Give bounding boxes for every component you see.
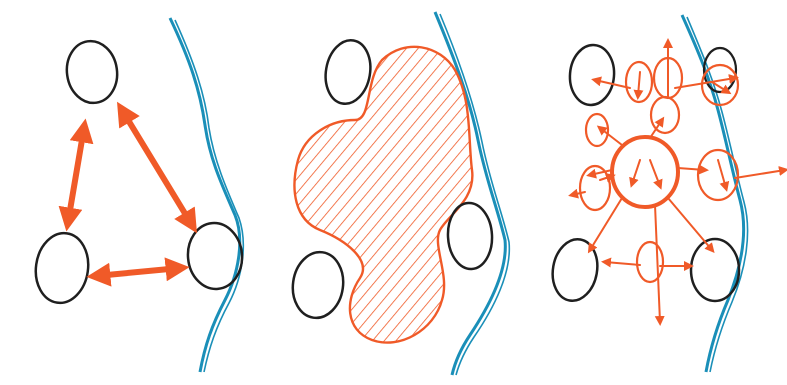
boundary-line-right — [682, 15, 744, 372]
arrow-right-node — [718, 160, 726, 188]
node-bottom — [637, 242, 663, 282]
arrow-bottom-horizontal — [96, 268, 180, 276]
arrow-top-bottomleft — [68, 128, 84, 222]
circle-bottom-right — [691, 239, 739, 301]
circle-top — [321, 37, 375, 108]
panel-radiating-network — [548, 15, 785, 372]
hatched-blob — [294, 47, 472, 343]
arrow-hub-left — [590, 170, 612, 175]
circle-right — [446, 202, 493, 270]
panel-connected-circles — [31, 18, 244, 372]
arrow-hub-right — [678, 168, 705, 170]
arrow-hub-downleft — [590, 198, 622, 250]
arrow-top-left-node — [638, 72, 640, 96]
circle-bottom-left — [548, 236, 602, 305]
node-left-mid — [580, 166, 610, 210]
arrow-hub-inner-2 — [650, 160, 660, 186]
panel-hatched-blob — [289, 12, 510, 375]
arrow-top-bottomright — [122, 110, 192, 225]
arrow-bottom-left — [605, 262, 640, 265]
arrow-hub-downright — [668, 198, 712, 250]
circle-bottom-right — [185, 221, 245, 291]
central-hub — [612, 137, 678, 207]
arrow-down — [655, 205, 660, 322]
arrow-left-node-in — [600, 176, 612, 180]
node-left-upper — [586, 114, 608, 146]
arrow-hub-inner-1 — [632, 160, 640, 184]
arrow-far-right — [735, 170, 785, 178]
circle-top-left — [567, 43, 616, 107]
arrow-left-node-out — [572, 192, 585, 195]
node-right — [698, 150, 738, 200]
circle-top — [63, 38, 121, 106]
circle-bottom-left — [289, 249, 348, 321]
boundary-line-left-double — [175, 20, 243, 372]
circle-bottom-left — [31, 230, 92, 307]
node-mid-top — [651, 97, 679, 133]
